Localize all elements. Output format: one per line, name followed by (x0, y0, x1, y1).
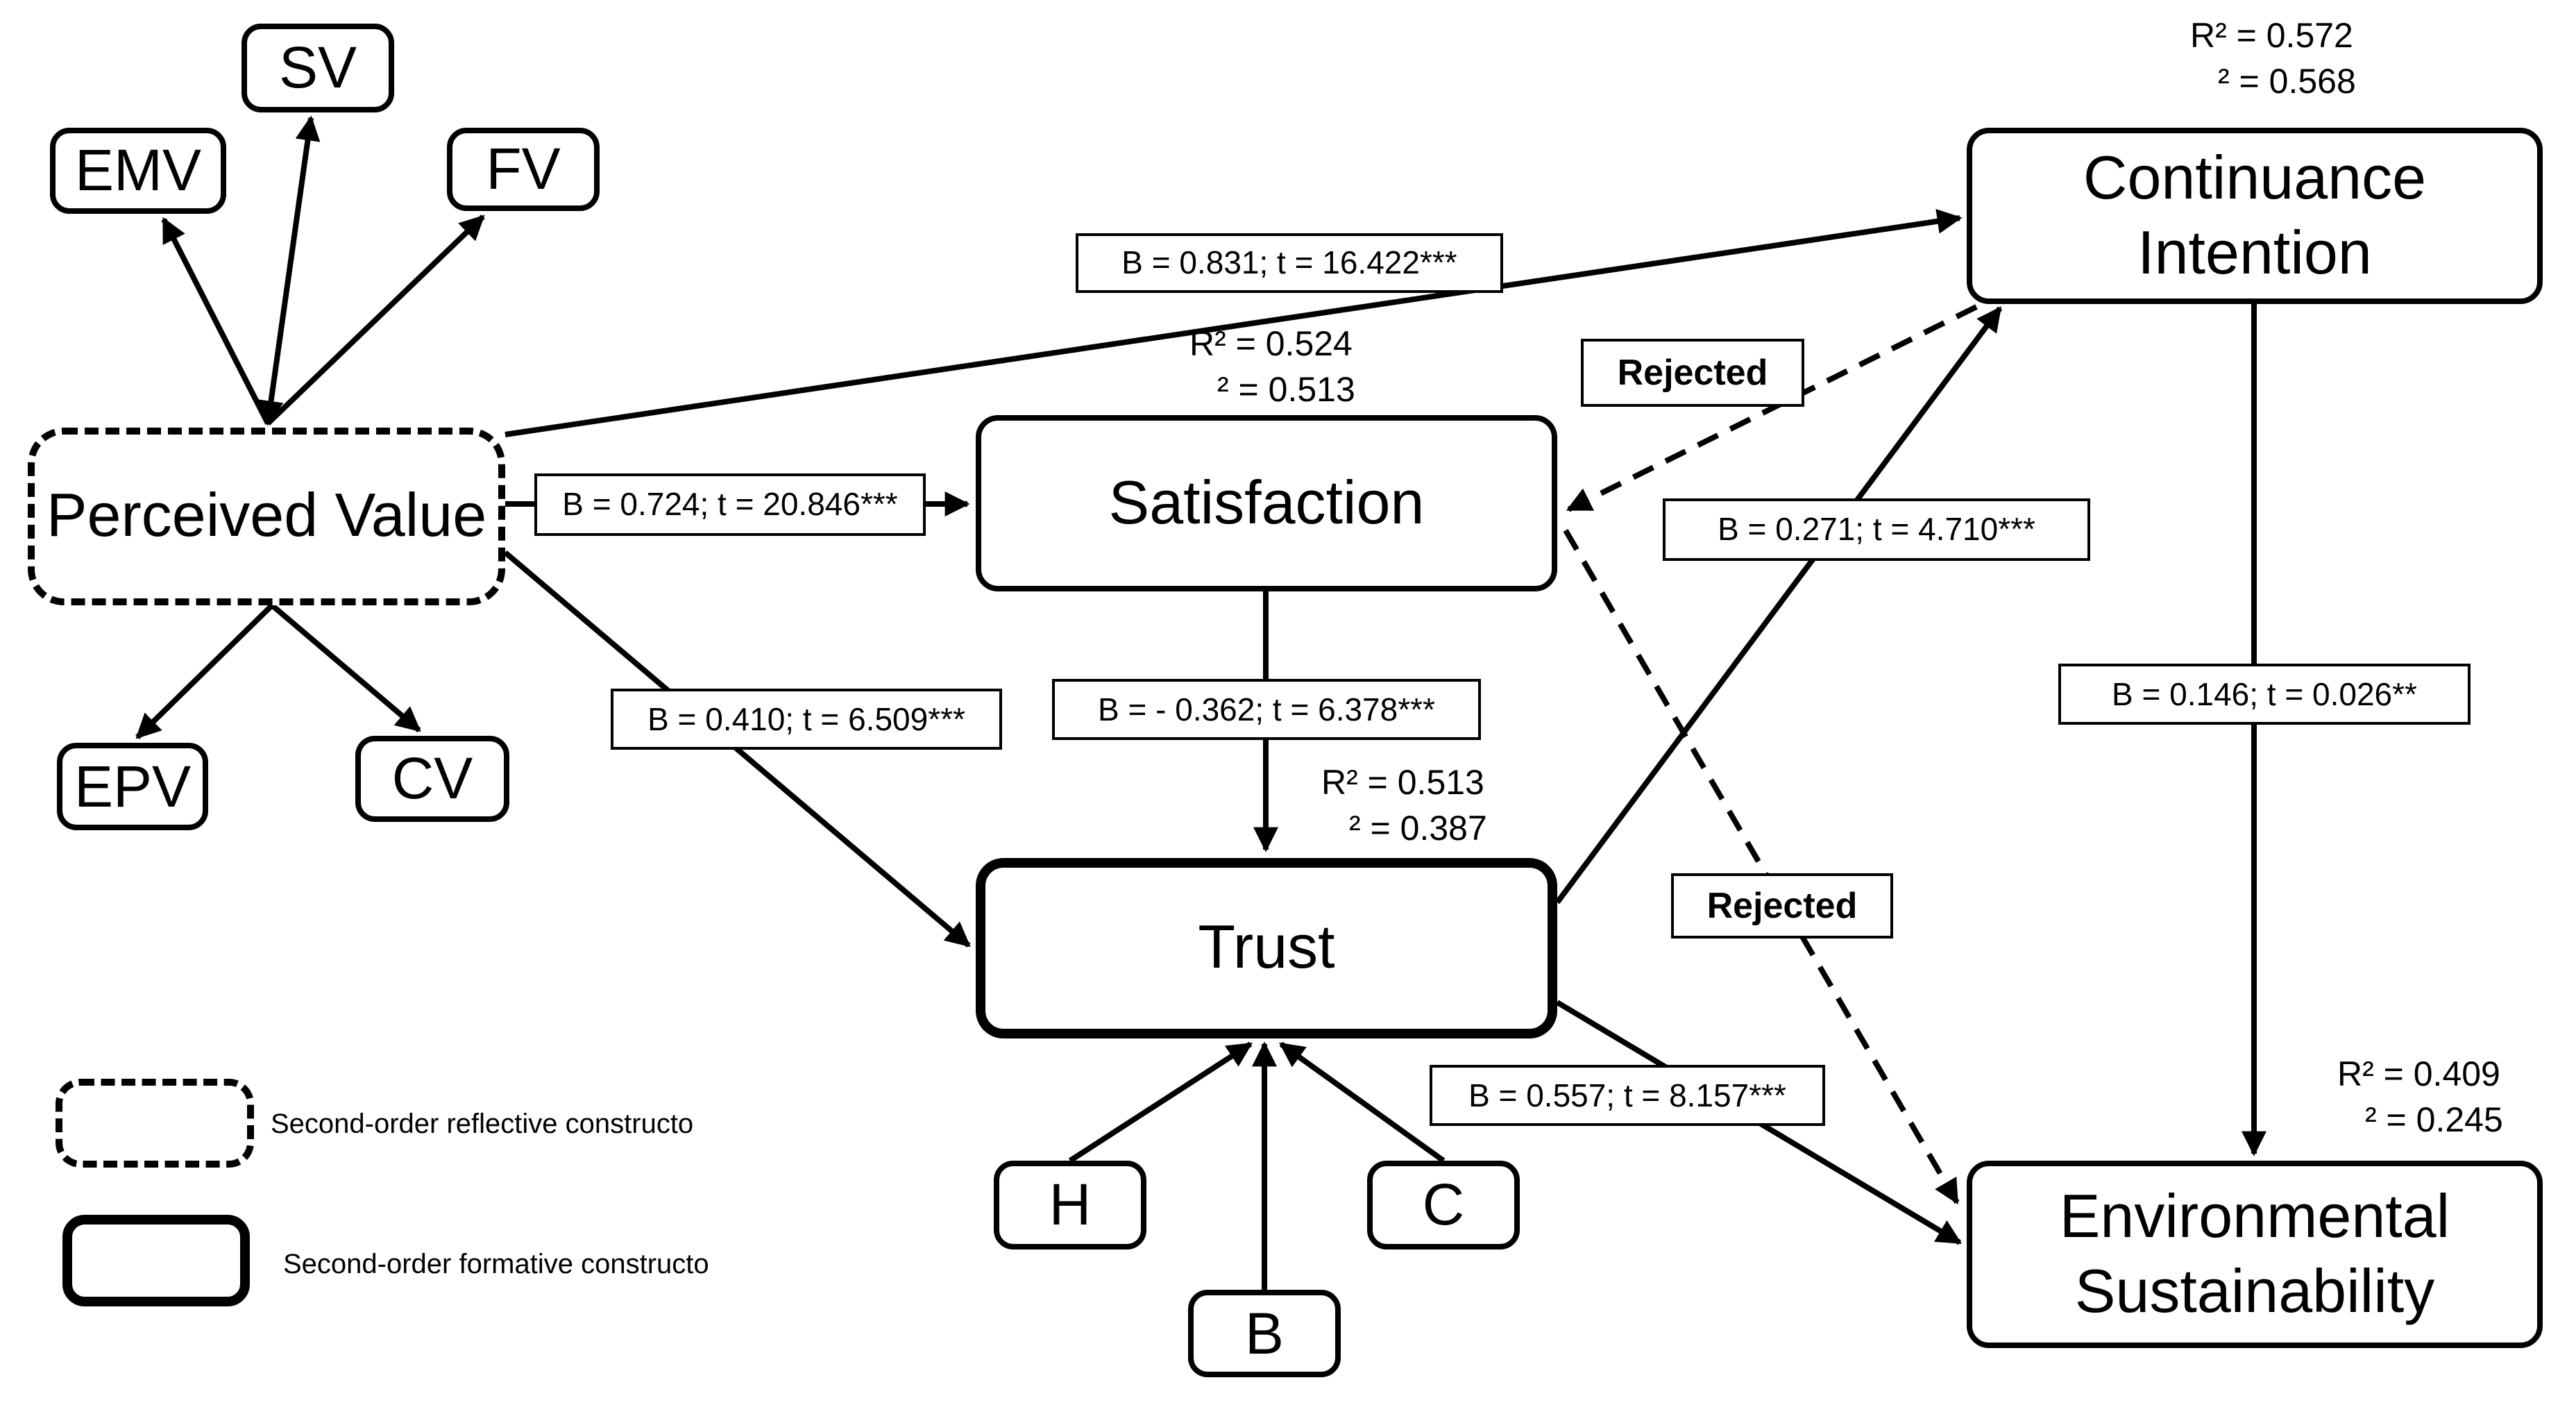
r2-value: R² = 0.524 (1189, 325, 1353, 364)
legend-formative-swatch (62, 1215, 250, 1306)
indicator-epv: EPV (57, 743, 208, 830)
arrow-c-trust (1279, 1041, 1446, 1163)
legend-reflective-label: Second-order reflective constructo (271, 1109, 694, 1140)
r2-environmental-sustainability: R² = 0.409 ² = 0.245 (2337, 1052, 2503, 1144)
construct-perceived-value: Perceived Value (28, 428, 505, 605)
r2-value: R² = 0.409 (2337, 1055, 2500, 1094)
r2-value: R² = 0.572 (2190, 17, 2353, 56)
arrow-pv-continuance (505, 208, 1963, 437)
arrow-pv-emv (161, 217, 271, 425)
indicator-b: B (1188, 1290, 1341, 1377)
path-label-trust-continuance: B = 0.271; t = 4.710*** (1663, 498, 2090, 561)
q2-value: ² = 0.245 (2365, 1101, 2503, 1140)
path-label-continuance-sustainability: B = 0.146; t = 0.026** (2058, 664, 2471, 725)
r2-trust: R² = 0.513 ² = 0.387 (1321, 761, 1487, 852)
path-label-pv-continuance: B = 0.831; t = 16.422*** (1076, 233, 1503, 293)
indicator-sv: SV (242, 24, 394, 112)
r2-continuance-intention: R² = 0.572 ² = 0.568 (2190, 14, 2356, 106)
indicator-emv: EMV (50, 128, 226, 214)
arrow-pv-sv (258, 115, 321, 426)
arrow-pv-fv (266, 214, 485, 426)
path-label-pv-satisfaction: B = 0.724; t = 20.846*** (534, 473, 926, 536)
arrow-rejected-continuance-satisfaction (1566, 304, 1978, 512)
indicator-fv: FV (447, 128, 600, 211)
legend-formative-label: Second-order formative constructo (283, 1250, 709, 1280)
rejected-label-top: Rejected (1581, 339, 1804, 407)
indicator-c: C (1367, 1161, 1520, 1250)
indicator-cv: CV (355, 736, 509, 822)
legend-reflective-swatch (56, 1079, 254, 1168)
construct-continuance-intention: Continuance Intention (1967, 128, 2543, 304)
construct-trust: Trust (976, 858, 1557, 1038)
construct-satisfaction: Satisfaction (976, 415, 1557, 591)
arrow-rejected-satisfaction-sustainability (1563, 528, 1960, 1205)
construct-environmental-sustainability: Environmental Sustainability (1967, 1161, 2543, 1348)
q2-value: ² = 0.513 (1217, 371, 1355, 410)
indicator-h: H (994, 1161, 1146, 1250)
arrow-h-trust (1068, 1041, 1253, 1163)
rejected-label-bottom: Rejected (1671, 873, 1893, 939)
arrow-pv-epv (135, 603, 274, 739)
q2-value: ² = 0.568 (2218, 62, 2356, 101)
r2-satisfaction: R² = 0.524 ² = 0.513 (1189, 322, 1355, 414)
path-label-trust-sustainability: B = 0.557; t = 8.157*** (1430, 1065, 1825, 1126)
arrow-pv-cv (270, 603, 421, 733)
r2-value: R² = 0.513 (1321, 764, 1484, 802)
arrow-trust-continuance (1554, 306, 2003, 905)
path-label-pv-trust: B = 0.410; t = 6.509*** (611, 689, 1002, 750)
path-label-satisfaction-trust: B = - 0.362; t = 6.378*** (1052, 679, 1481, 740)
q2-value: ² = 0.387 (1349, 809, 1487, 848)
